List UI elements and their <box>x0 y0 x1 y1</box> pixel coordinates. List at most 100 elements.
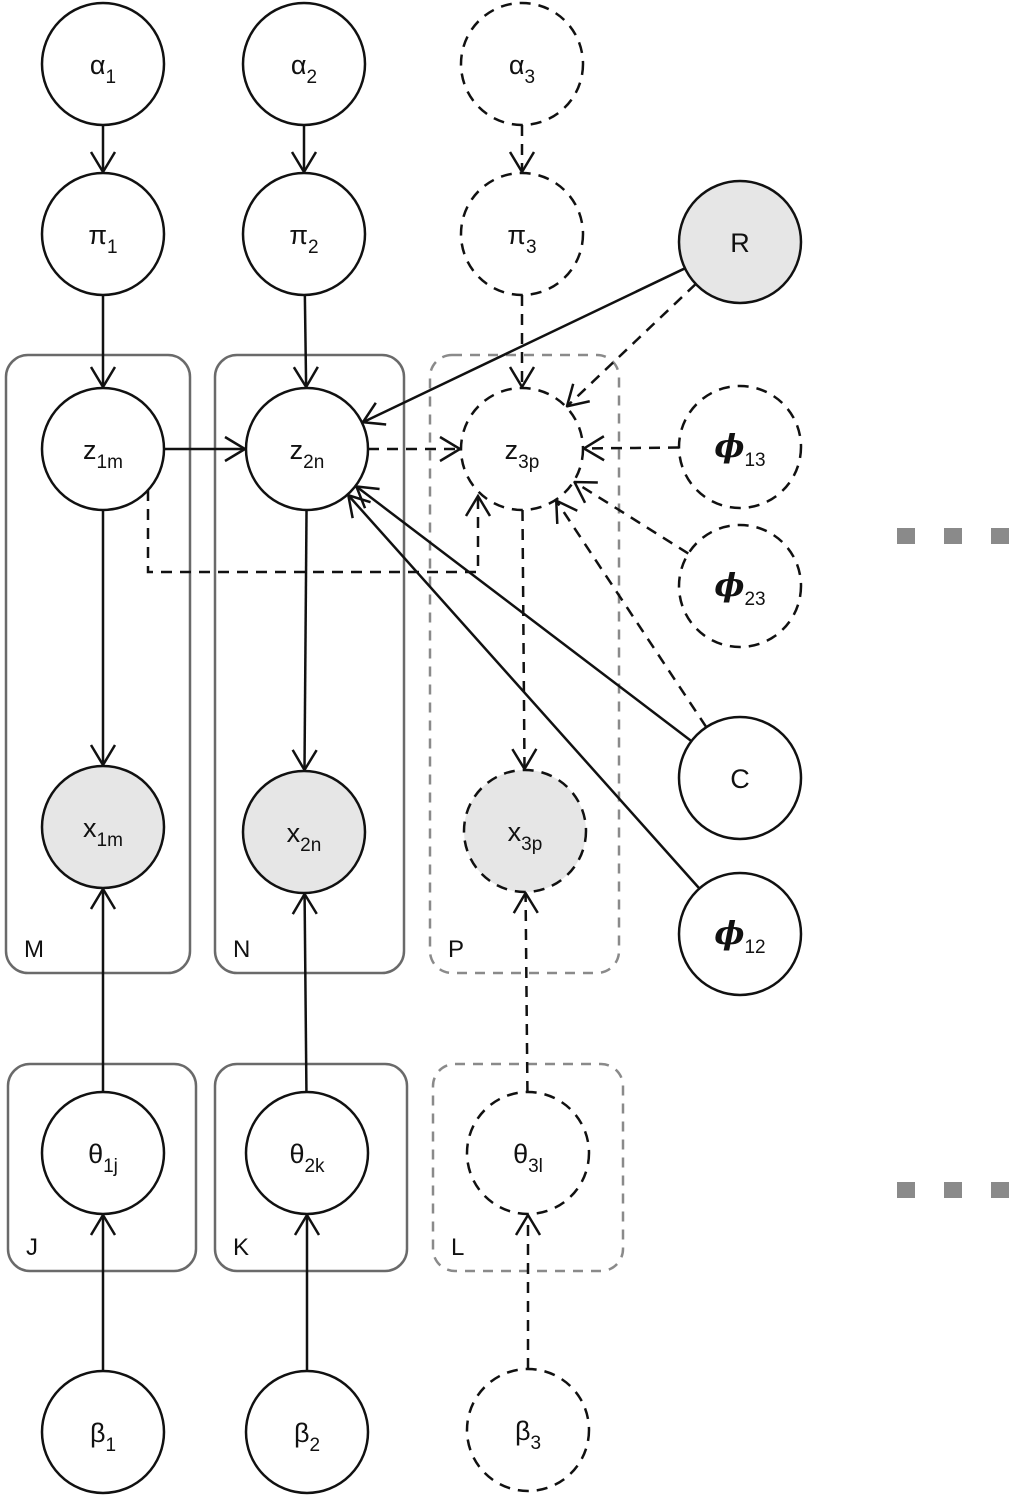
node-subscript: 2 <box>307 67 318 88</box>
node-a1: α1 <box>40 1 166 127</box>
node-label: C <box>730 764 750 794</box>
node-circle <box>241 1 367 127</box>
node-circle <box>40 764 166 890</box>
node-label: ϕ23 <box>714 566 765 610</box>
node-subscript: 3p <box>518 452 539 473</box>
node-label: β1 <box>90 1418 116 1456</box>
edge-line <box>573 480 690 555</box>
node-t3: θ3l <box>465 1090 591 1216</box>
node-symbol: x <box>287 818 301 848</box>
node-symbol: β <box>515 1416 531 1446</box>
edge-z1-x1 <box>89 510 117 768</box>
edge-f13-z3 <box>581 435 680 462</box>
node-C: C <box>677 715 803 841</box>
node-circle <box>465 1090 591 1216</box>
node-label: α3 <box>509 50 535 88</box>
node-label: ϕ13 <box>714 427 765 471</box>
edge-b2-t2 <box>293 1212 321 1371</box>
plate-label-J: J <box>26 1234 38 1261</box>
node-symbol: ϕ <box>714 566 744 604</box>
node-z1: z1m <box>40 386 166 512</box>
node-subscript: 1m <box>97 452 123 473</box>
node-label: ϕ12 <box>714 914 765 958</box>
node-circle <box>241 769 367 895</box>
node-label: z1m <box>83 435 123 473</box>
ellipsis-upper <box>897 528 1009 544</box>
plate-P <box>428 353 621 975</box>
node-circle <box>459 386 585 512</box>
plate-label-N: N <box>233 936 250 963</box>
plate-M <box>4 353 192 975</box>
node-subscript: 1 <box>106 67 117 88</box>
node-symbol: π <box>88 220 107 250</box>
ellipsis-dot <box>897 528 915 544</box>
node-symbol: ϕ <box>714 914 744 952</box>
edge-line <box>303 294 308 388</box>
edge-z2-x2 <box>291 509 318 773</box>
edge-line <box>146 490 480 574</box>
node-label: π1 <box>88 220 117 258</box>
node-circle <box>244 1369 370 1495</box>
node-circle <box>244 386 370 512</box>
plate-label-L: L <box>451 1234 464 1261</box>
plate-label-P: P <box>448 936 464 963</box>
node-x2: x2n <box>241 769 367 895</box>
edge-a3-p3 <box>508 125 536 175</box>
node-subscript: 3p <box>521 834 542 855</box>
node-label: R <box>730 228 750 258</box>
node-circle <box>40 171 166 297</box>
node-circle <box>40 1090 166 1216</box>
node-label: θ1j <box>88 1139 118 1177</box>
node-symbol: α <box>509 50 525 80</box>
node-subscript: 1m <box>97 830 123 851</box>
node-subscript: 2k <box>304 1156 325 1177</box>
edge-a2-p2 <box>290 125 318 175</box>
node-circle <box>241 171 367 297</box>
ellipsis-dot <box>991 528 1009 544</box>
node-p3: π3 <box>459 171 585 297</box>
ellipsis-lower <box>897 1182 1009 1198</box>
node-symbol: z <box>290 435 304 465</box>
node-z2: z2n <box>244 386 370 512</box>
edge-z2-z3 <box>368 435 463 463</box>
node-subscript: 2 <box>309 1435 320 1456</box>
edges-layer <box>89 125 708 1371</box>
node-symbol: β <box>294 1418 310 1448</box>
edge-line <box>566 283 697 408</box>
edge-t1-x1 <box>89 886 117 1092</box>
edge-z3-x3 <box>511 509 538 772</box>
node-f12: ϕ12 <box>677 871 803 997</box>
node-symbol: θ <box>88 1139 103 1169</box>
node-b2: β2 <box>244 1369 370 1495</box>
node-label: x2n <box>287 818 322 856</box>
node-label: z2n <box>290 435 325 473</box>
node-symbol: α <box>291 50 307 80</box>
node-subscript: 1 <box>107 237 118 258</box>
arrowhead <box>565 383 590 408</box>
arrowhead <box>572 480 598 504</box>
edge-line <box>555 499 708 728</box>
node-symbol: x <box>508 817 522 847</box>
node-subscript: 12 <box>744 937 765 958</box>
node-label: θ2k <box>289 1139 325 1177</box>
node-x3: x3p <box>462 768 588 894</box>
node-a2: α2 <box>241 1 367 127</box>
node-b1: β1 <box>40 1369 166 1495</box>
node-circle <box>40 1 166 127</box>
edge-line <box>583 446 680 450</box>
edge-z1-to-z3 <box>146 490 492 574</box>
node-circle <box>677 384 803 510</box>
node-symbol: R <box>730 228 750 258</box>
node-circle <box>677 871 803 997</box>
node-circle <box>40 1369 166 1495</box>
node-symbol: α <box>90 50 106 80</box>
edge-b1-t1 <box>89 1212 117 1371</box>
node-f23: ϕ23 <box>677 523 803 649</box>
node-b3: β3 <box>465 1367 591 1493</box>
edge-t2-x2 <box>291 891 318 1093</box>
edge-p1-z1 <box>89 295 117 390</box>
node-symbol: θ <box>289 1139 304 1169</box>
edge-p2-z2 <box>292 294 319 390</box>
node-label: z3p <box>505 435 540 473</box>
node-t1: θ1j <box>40 1090 166 1216</box>
